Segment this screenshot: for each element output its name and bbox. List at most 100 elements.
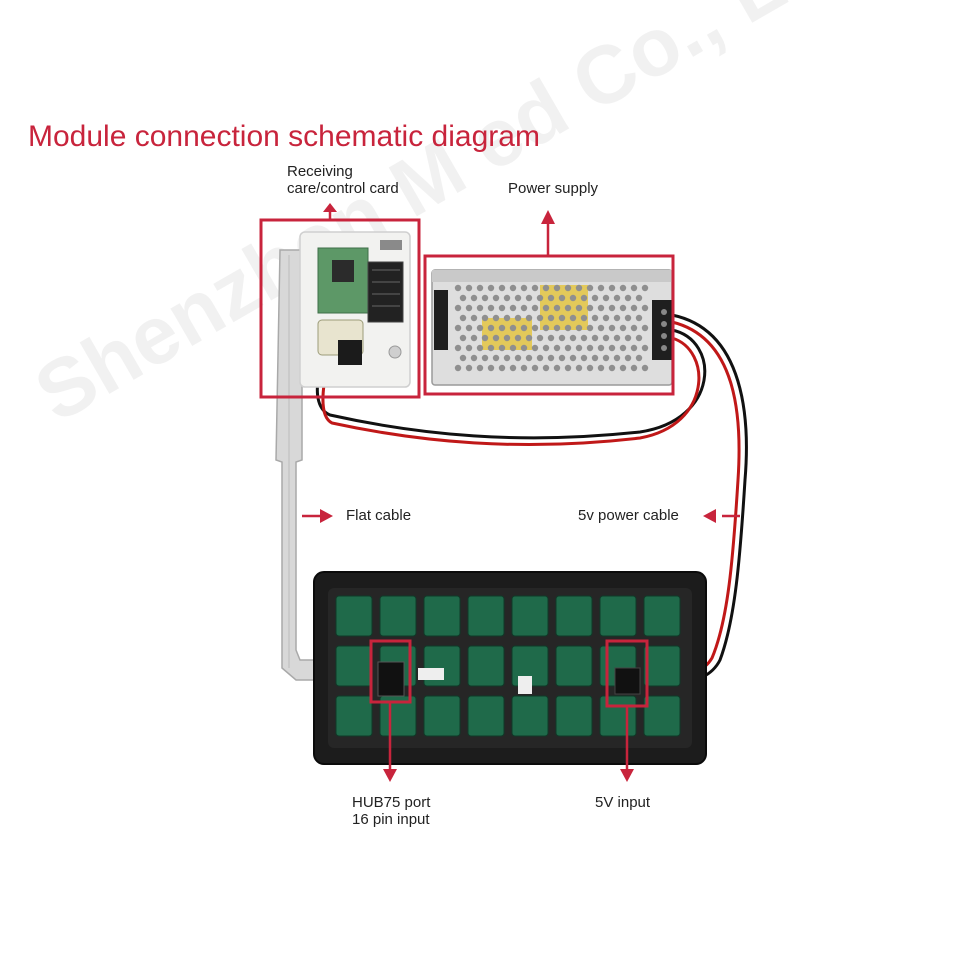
vent-hole — [481, 294, 489, 302]
vent-hole — [536, 334, 544, 342]
led-cell — [511, 595, 549, 637]
vent-hole — [520, 324, 528, 332]
vent-hole — [580, 354, 588, 362]
vent-hole — [613, 314, 621, 322]
vent-hole — [575, 344, 583, 352]
vent-hole — [586, 324, 594, 332]
vent-hole — [553, 304, 561, 312]
vent-hole — [630, 344, 638, 352]
led-cell — [467, 595, 505, 637]
vent-hole — [476, 284, 484, 292]
led-cell — [643, 695, 681, 737]
vent-hole — [520, 284, 528, 292]
vent-hole — [520, 344, 528, 352]
vent-hole — [465, 304, 473, 312]
vent-hole — [564, 364, 572, 372]
vent-hole — [476, 344, 484, 352]
vent-hole — [608, 324, 616, 332]
vent-hole — [580, 334, 588, 342]
vent-hole — [591, 294, 599, 302]
psu-ventilation-holes — [454, 284, 649, 372]
vent-hole — [509, 344, 517, 352]
vent-hole — [476, 324, 484, 332]
vent-hole — [470, 334, 478, 342]
vent-hole — [602, 314, 610, 322]
vent-hole — [498, 304, 506, 312]
vent-hole — [619, 344, 627, 352]
vent-hole — [597, 364, 605, 372]
vent-hole — [476, 304, 484, 312]
vent-hole — [498, 364, 506, 372]
vent-hole — [547, 314, 555, 322]
vent-hole — [514, 314, 522, 322]
receiving-card — [299, 231, 411, 388]
led-cell — [467, 695, 505, 737]
vent-hole — [487, 344, 495, 352]
vent-hole — [608, 284, 616, 292]
vent-hole — [514, 294, 522, 302]
vent-hole — [531, 304, 539, 312]
vent-hole — [586, 364, 594, 372]
vent-hole — [624, 354, 632, 362]
vent-hole — [608, 364, 616, 372]
vent-hole — [635, 354, 643, 362]
vent-hole — [608, 344, 616, 352]
led-cell — [511, 695, 549, 737]
vent-hole — [630, 324, 638, 332]
vent-hole — [586, 284, 594, 292]
vent-hole — [514, 334, 522, 342]
vent-hole — [454, 324, 462, 332]
vent-hole — [597, 344, 605, 352]
vent-hole — [591, 334, 599, 342]
led-cell — [379, 595, 417, 637]
led-cell — [467, 645, 505, 687]
vent-hole — [569, 334, 577, 342]
vent-hole — [619, 284, 627, 292]
vent-hole — [586, 304, 594, 312]
page-title: Module connection schematic diagram — [28, 120, 540, 153]
vent-hole — [641, 284, 649, 292]
receiving-card-highlight — [259, 218, 421, 399]
vent-hole — [597, 304, 605, 312]
receiving-card-label: Receiving care/control card — [287, 163, 399, 197]
vent-hole — [525, 314, 533, 322]
power-supply-highlight — [423, 254, 675, 396]
led-cell — [335, 595, 373, 637]
vent-hole — [624, 294, 632, 302]
vent-hole — [509, 304, 517, 312]
vent-hole — [542, 344, 550, 352]
vent-hole — [641, 344, 649, 352]
vent-hole — [635, 334, 643, 342]
vent-hole — [547, 354, 555, 362]
vent-hole — [597, 284, 605, 292]
vent-hole — [553, 284, 561, 292]
power-supply-label: Power supply — [508, 180, 599, 197]
vent-hole — [641, 324, 649, 332]
vent-hole — [492, 294, 500, 302]
led-cell — [555, 695, 593, 737]
vent-hole — [503, 354, 511, 362]
hub75-label-line2: 16 pin input — [352, 811, 430, 828]
led-cell — [423, 695, 461, 737]
vent-hole — [602, 334, 610, 342]
vent-hole — [564, 284, 572, 292]
vent-hole — [492, 314, 500, 322]
vent-hole — [564, 304, 572, 312]
vent-hole — [487, 284, 495, 292]
power-supply-unit — [431, 269, 673, 386]
vent-hole — [481, 334, 489, 342]
vent-hole — [536, 314, 544, 322]
led-cell — [599, 695, 637, 737]
vent-hole — [564, 344, 572, 352]
vent-hole — [635, 314, 643, 322]
vent-hole — [509, 364, 517, 372]
vent-hole — [569, 294, 577, 302]
vent-hole — [641, 364, 649, 372]
vent-hole — [531, 364, 539, 372]
vent-hole — [459, 354, 467, 362]
vent-hole — [608, 304, 616, 312]
vent-hole — [542, 304, 550, 312]
vent-hole — [454, 284, 462, 292]
